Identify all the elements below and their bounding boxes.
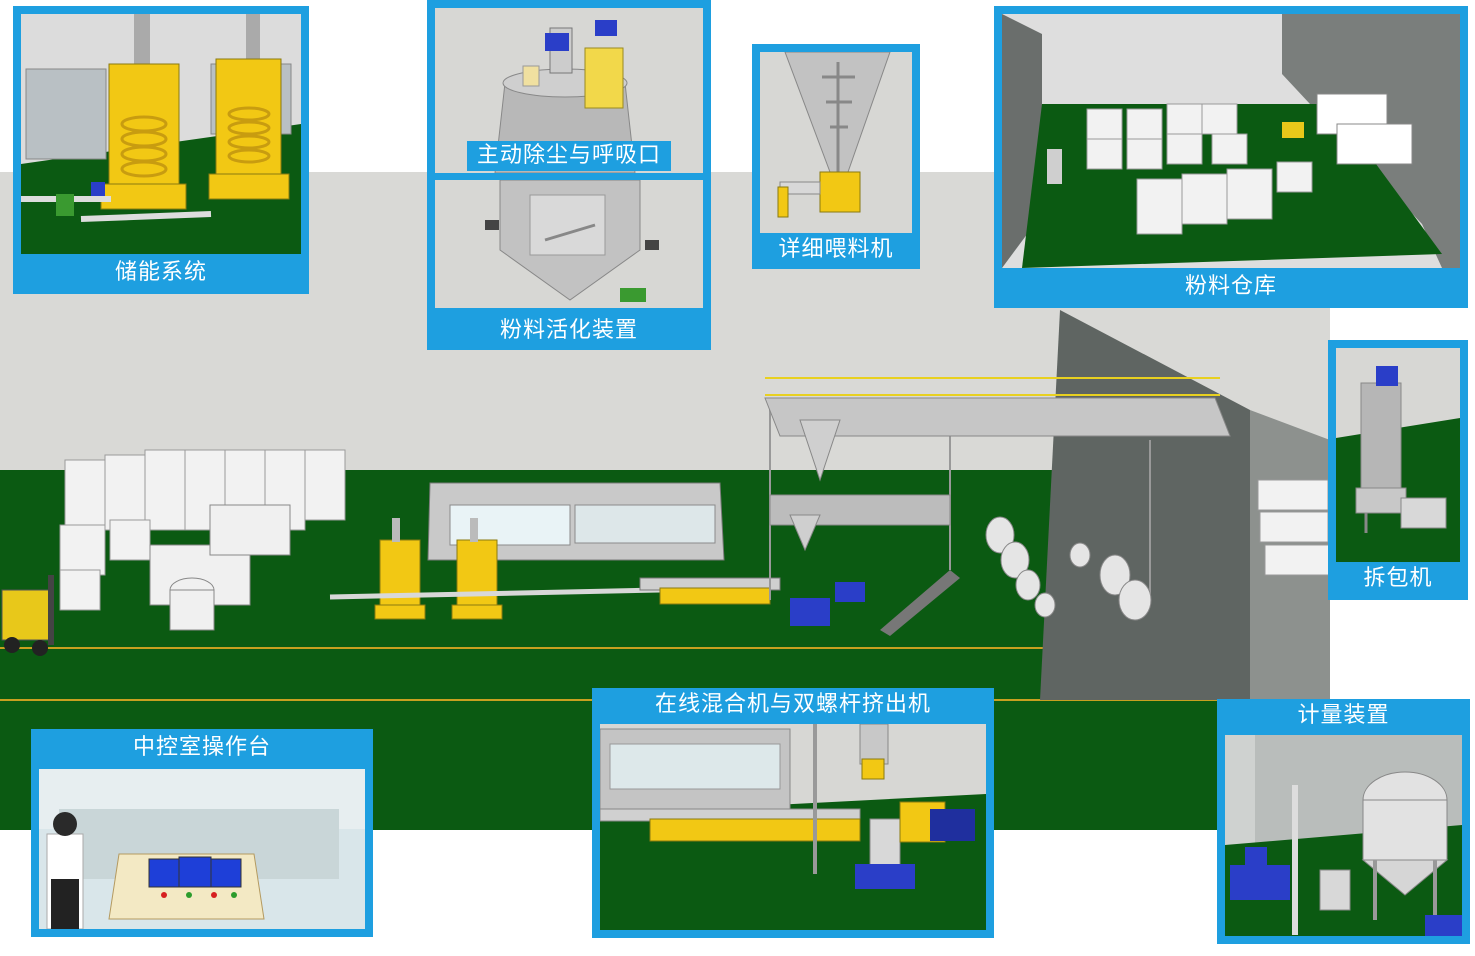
panel-energy-storage: 储能系统 [13, 6, 309, 294]
panel-dust-and-activation: 主动除尘与呼吸口 粉料活化装置 [427, 0, 711, 350]
mixer-extruder-illustration [600, 724, 986, 930]
panel-title: 在线混合机与双螺杆挤出机 [592, 690, 994, 720]
control-console-illustration [39, 769, 365, 929]
panel-title: 计量装置 [1217, 701, 1470, 731]
panel-powder-warehouse: 粉料仓库 [994, 6, 1468, 308]
bag-opener-illustration [1336, 348, 1460, 562]
energy-storage-illustration [21, 14, 301, 254]
powder-activation-illustration [435, 180, 703, 308]
panel-metering-device: 计量装置 [1217, 699, 1470, 944]
panel-title: 中控室操作台 [31, 733, 373, 763]
metering-device-illustration [1225, 735, 1462, 936]
panel-title: 储能系统 [13, 258, 309, 288]
powder-activation-title: 粉料活化装置 [427, 316, 711, 346]
panel-title: 粉料仓库 [994, 272, 1468, 302]
detail-feeder-illustration [760, 52, 912, 233]
powder-warehouse-illustration [1002, 14, 1460, 268]
panel-detail-feeder: 详细喂料机 [752, 44, 920, 269]
dust-removal-title: 主动除尘与呼吸口 [427, 141, 711, 171]
panel-title: 详细喂料机 [752, 235, 920, 265]
panel-bag-opener: 拆包机 [1328, 340, 1468, 600]
panel-control-console: 中控室操作台 [31, 729, 373, 937]
panel-mixer-extruder: 在线混合机与双螺杆挤出机 [592, 688, 994, 938]
panel-title: 拆包机 [1328, 564, 1468, 594]
